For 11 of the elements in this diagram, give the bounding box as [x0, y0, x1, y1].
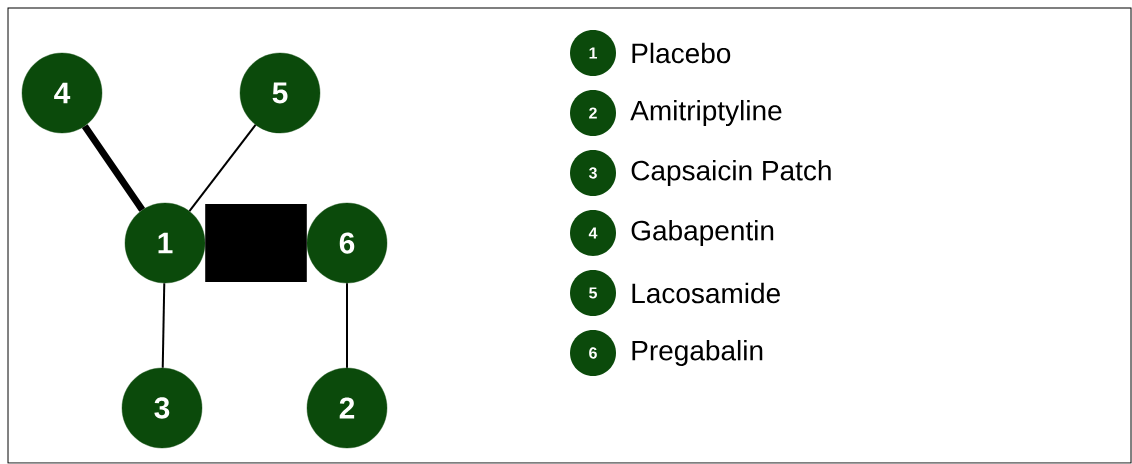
legend-text: Amitriptyline — [630, 99, 782, 127]
comparison-line — [188, 123, 257, 213]
comparison-line — [81, 124, 146, 212]
comparison-line — [161, 282, 166, 369]
legend-text: Capsaicin Patch — [631, 159, 831, 187]
comparison-line — [205, 204, 307, 282]
legend-text: Lacosamide — [632, 282, 780, 304]
comparison-line — [346, 282, 348, 369]
legend-text: Placebo — [632, 42, 731, 64]
legend-text: Gabapentin — [631, 219, 774, 247]
legend-text: Pregabalin — [632, 339, 763, 367]
